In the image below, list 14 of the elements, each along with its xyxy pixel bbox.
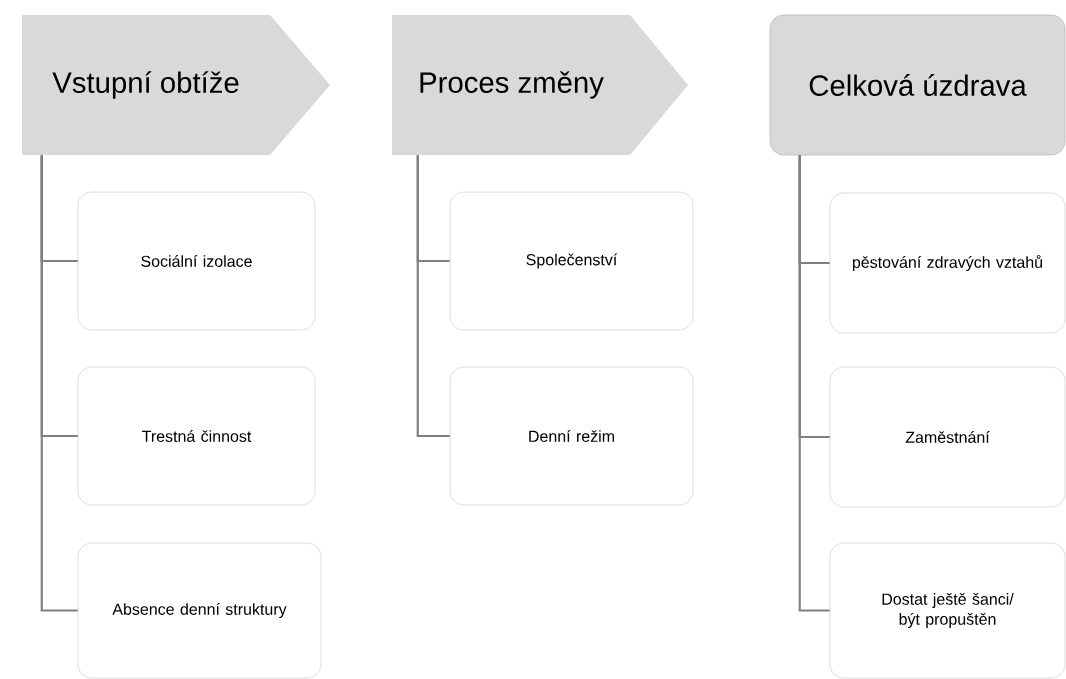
connector-line — [798, 155, 830, 612]
text-box: Denní režim — [449, 366, 694, 506]
text-box: Trestná činnost — [77, 366, 316, 506]
text-box: Dostat ještě šanci/ být propuštěn — [829, 542, 1066, 679]
connector-line — [40, 155, 78, 612]
text-box: Absence denní struktury — [77, 542, 322, 679]
header-box: Celková úzdrava — [769, 14, 1066, 156]
text-box: pěstování zdravých vztahů — [829, 192, 1066, 334]
connector-line — [416, 155, 450, 438]
text-box: Společenství — [449, 191, 694, 331]
text-box: Zaměstnání — [829, 366, 1066, 508]
arrow-header: Vstupní obtíže — [22, 15, 330, 155]
text-box: Sociální izolace — [77, 191, 316, 331]
arrow-header: Proces změny — [392, 15, 688, 155]
